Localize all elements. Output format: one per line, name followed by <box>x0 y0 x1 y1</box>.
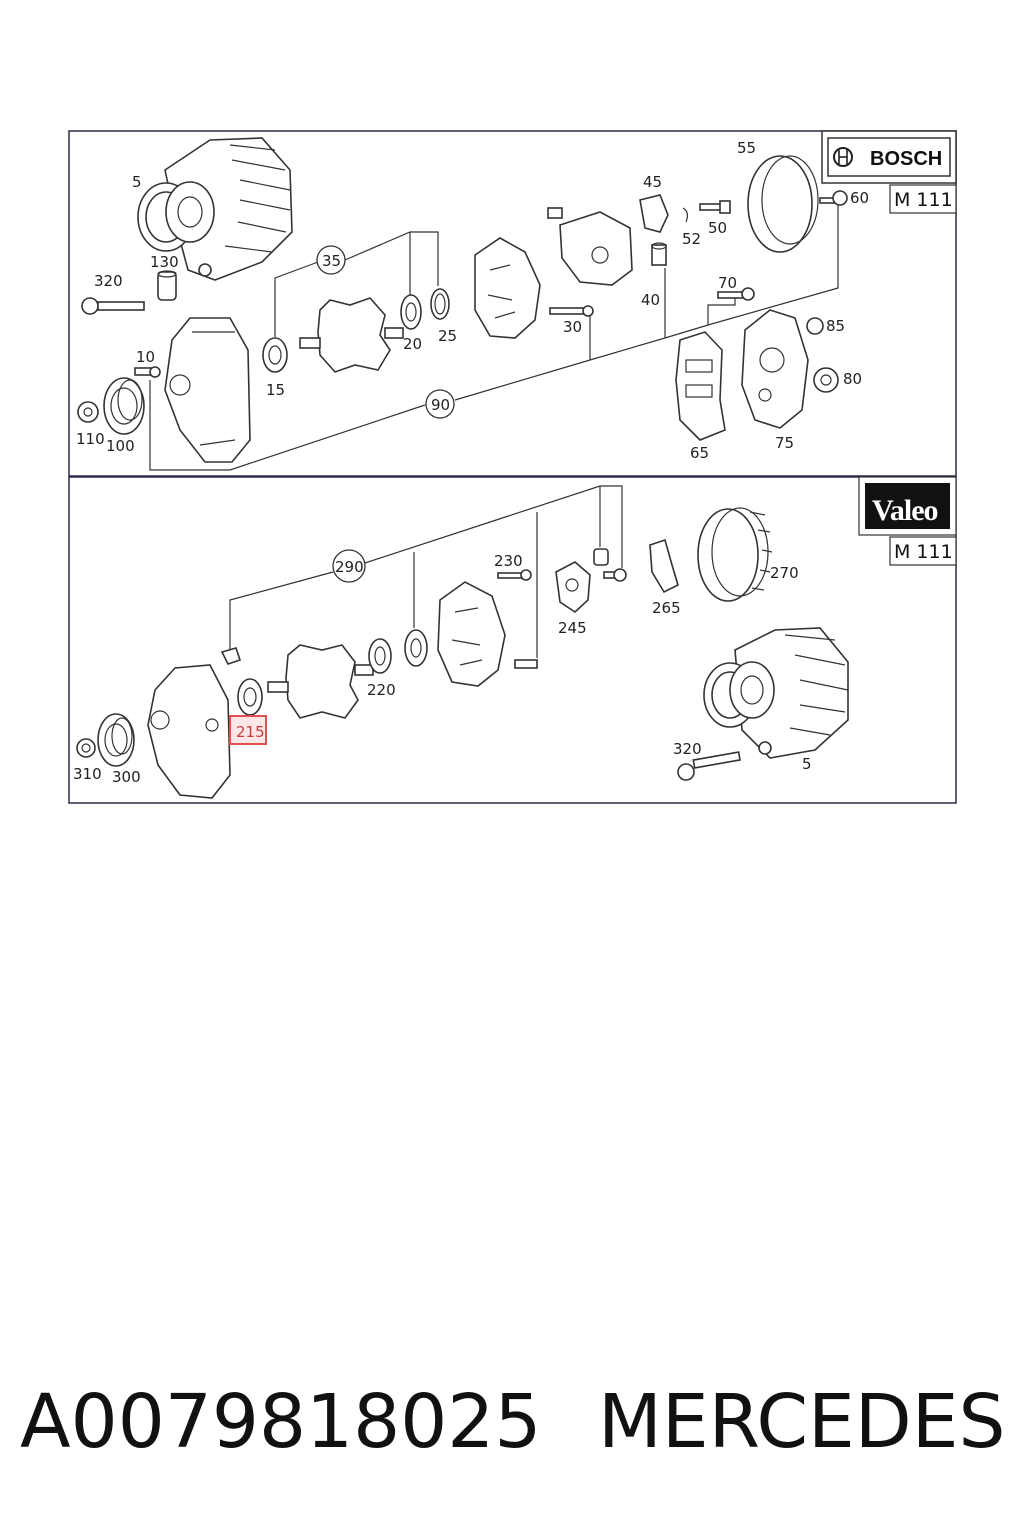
callout-310: 310 <box>73 765 102 783</box>
bosch-nut-85 <box>806 317 824 335</box>
bosch-rectifier <box>675 331 726 441</box>
callout-320-bosch: 320 <box>94 272 123 290</box>
valeo-bearing-ring <box>404 629 428 667</box>
valeo-screw <box>603 568 627 582</box>
valeo-bearing-220 <box>368 638 392 674</box>
bosch-logo: BOSCH <box>821 130 957 184</box>
bosch-rotor <box>299 297 404 373</box>
valeo-panel-frame <box>68 476 957 804</box>
callout-130: 130 <box>150 253 179 271</box>
highlighted-part-box <box>229 715 267 745</box>
callout-245: 245 <box>558 619 587 637</box>
bosch-pulley <box>103 377 145 435</box>
callout-290: 290 <box>335 558 364 576</box>
callout-40: 40 <box>641 291 660 309</box>
bosch-alternator-assembly <box>137 137 293 281</box>
callout-290-bubble <box>332 549 366 583</box>
callout-90: 90 <box>431 396 450 414</box>
callout-100: 100 <box>106 437 135 455</box>
bosch-spacer-sleeve <box>157 270 177 301</box>
bosch-bearing-20 <box>400 294 422 330</box>
bosch-drive-end-housing <box>164 317 251 463</box>
bosch-brand: BOSCH <box>870 148 942 170</box>
callout-35: 35 <box>322 252 341 270</box>
callout-220: 220 <box>367 681 396 699</box>
bosch-ring-25 <box>430 288 450 320</box>
callout-80: 80 <box>843 370 862 388</box>
bosch-long-bolt <box>81 297 145 315</box>
callout-265: 265 <box>652 599 681 617</box>
bosch-bearing-15 <box>262 337 288 373</box>
valeo-alternator-assembly <box>703 627 849 759</box>
callout-230: 230 <box>494 552 523 570</box>
callout-15: 15 <box>266 381 285 399</box>
bosch-screw-60 <box>819 190 848 206</box>
bosch-slip-ring-end-housing <box>741 309 809 429</box>
callout-10: 10 <box>136 348 155 366</box>
callout-50: 50 <box>708 219 727 237</box>
valeo-stator <box>437 581 506 687</box>
bosch-cover-cap <box>747 155 819 253</box>
valeo-nut <box>593 548 609 566</box>
valeo-regulator <box>555 561 591 614</box>
callout-320-valeo: 320 <box>673 740 702 758</box>
valeo-drive-end-housing <box>147 664 231 799</box>
callout-300: 300 <box>112 768 141 786</box>
valeo-logo: Valeo <box>858 476 957 536</box>
manufacturer-name: MERCEDES <box>598 1379 1006 1465</box>
part-number: A0079818025 <box>20 1379 542 1465</box>
bosch-bolt-30 <box>549 305 594 317</box>
callout-52: 52 <box>682 230 701 248</box>
bosch-stator <box>474 237 541 339</box>
callout-35-bubble <box>316 245 346 275</box>
valeo-bearing-215 <box>237 678 263 716</box>
valeo-brand: Valeo <box>872 494 938 527</box>
valeo-bracket <box>649 538 679 594</box>
callout-85: 85 <box>826 317 845 335</box>
callout-20: 20 <box>403 335 422 353</box>
bosch-pulley-nut <box>77 401 99 423</box>
callout-55: 55 <box>737 139 756 157</box>
valeo-screw-230 <box>497 569 532 581</box>
callout-25: 25 <box>438 327 457 345</box>
valeo-cover <box>697 507 773 602</box>
bosch-screw-40 <box>651 242 667 266</box>
valeo-model: M 111 <box>894 541 953 563</box>
valeo-long-bolt <box>677 751 741 781</box>
callout-5-valeo: 5 <box>802 755 812 773</box>
callout-215: 215 <box>236 723 265 741</box>
callout-45: 45 <box>643 173 662 191</box>
valeo-pulley <box>97 713 135 767</box>
callout-60: 60 <box>850 189 869 207</box>
bosch-screw-10 <box>134 366 161 378</box>
valeo-retaining-clip <box>220 647 242 665</box>
callout-110: 110 <box>76 430 105 448</box>
callout-75: 75 <box>775 434 794 452</box>
bosch-bolt-70 <box>717 287 755 301</box>
bosch-screw-50 <box>699 200 731 214</box>
valeo-leader-lines <box>229 485 623 658</box>
callout-90-bubble <box>425 389 455 419</box>
bosch-model: M 111 <box>894 189 953 211</box>
valeo-terminal <box>514 659 538 669</box>
valeo-pulley-nut <box>76 738 96 758</box>
callout-5-bosch: 5 <box>132 173 142 191</box>
callout-270: 270 <box>770 564 799 582</box>
bosch-regulator <box>547 194 669 286</box>
bosch-armature-icon <box>833 147 853 167</box>
bosch-leader-lines <box>149 205 839 471</box>
part-caption: A0079818025 MERCEDES <box>20 1372 1010 1472</box>
callout-70: 70 <box>718 274 737 292</box>
bosch-panel-frame <box>68 130 957 477</box>
valeo-rotor <box>267 644 374 719</box>
bosch-clip-52 <box>682 207 689 223</box>
callout-65: 65 <box>690 444 709 462</box>
bosch-nut-80 <box>813 367 839 393</box>
callout-30: 30 <box>563 318 582 336</box>
